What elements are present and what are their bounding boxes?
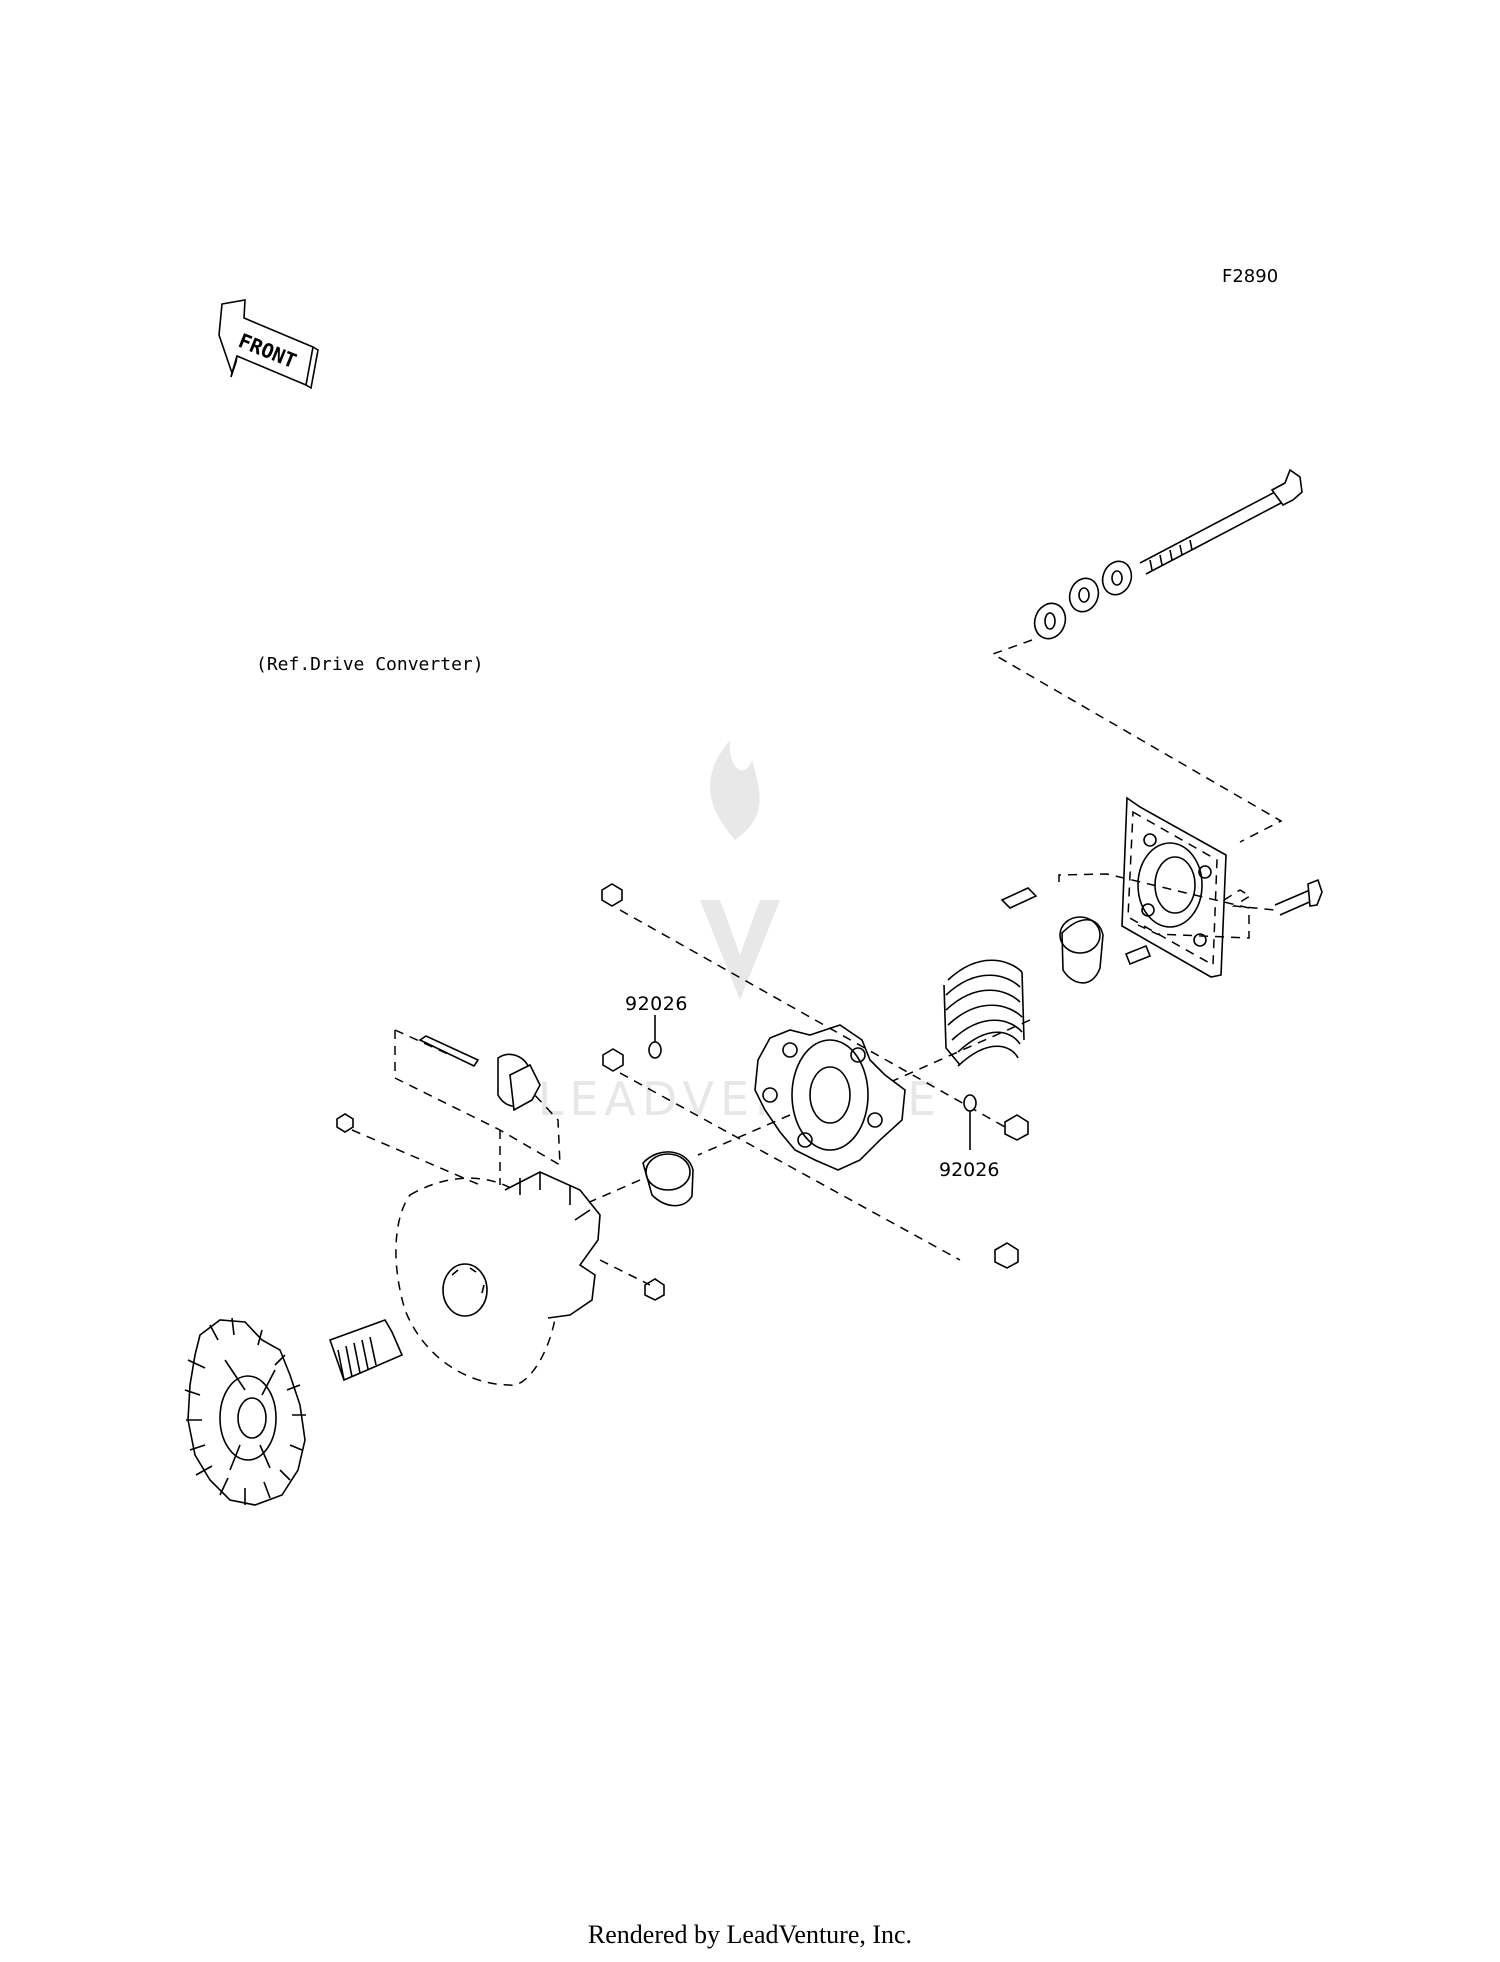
nut-small-bottom xyxy=(644,1278,665,1301)
nut-top-left xyxy=(601,883,623,907)
o-ring-right xyxy=(963,1094,977,1112)
nut-right-lower xyxy=(994,1242,1019,1269)
watermark-logo: LEADVENTURE xyxy=(538,740,936,1126)
leader-plate-frame xyxy=(1058,873,1250,939)
reference-note: (Ref.Drive Converter) xyxy=(256,654,484,675)
roller-cup-right xyxy=(1059,916,1104,984)
front-direction-arrow: FRONT xyxy=(218,299,319,390)
leader-washer-to-plate xyxy=(991,639,1283,843)
spider-plate xyxy=(1121,796,1227,978)
leader-spring-to-hub xyxy=(887,1019,1031,1084)
footer-credit: Rendered by LeadVenture, Inc. xyxy=(587,1920,913,1949)
washer-stack xyxy=(1033,560,1133,640)
leader-hub-to-cup xyxy=(697,1114,791,1156)
pin-lower xyxy=(1124,944,1152,966)
spider-hub xyxy=(754,1024,906,1171)
leader-mid-nut xyxy=(619,1072,961,1261)
figure-code: F2890 xyxy=(1222,266,1278,287)
leader-nut-to-sheave xyxy=(351,1129,481,1186)
roller-cup-left xyxy=(642,1151,694,1207)
leader-upper-nut xyxy=(619,909,1006,1128)
nut-small-left xyxy=(336,1113,354,1133)
o-ring-left xyxy=(648,1041,662,1059)
movable-sheave xyxy=(395,1171,601,1386)
nut-right-upper xyxy=(1004,1114,1029,1141)
callout-part-number-left: 92026 xyxy=(625,993,688,1015)
weight-arm-assembly xyxy=(394,1029,561,1167)
callout-part-number-right: 92026 xyxy=(939,1159,999,1181)
nut-mid-left xyxy=(602,1048,624,1072)
plate-bolt xyxy=(1223,878,1323,916)
pin-upper xyxy=(1000,887,1038,909)
clutch-spring xyxy=(943,959,1025,1067)
leader-sheave-nut xyxy=(599,1259,651,1286)
fixed-sheave-fan xyxy=(184,1317,404,1506)
converter-bolt-long xyxy=(1139,468,1303,575)
